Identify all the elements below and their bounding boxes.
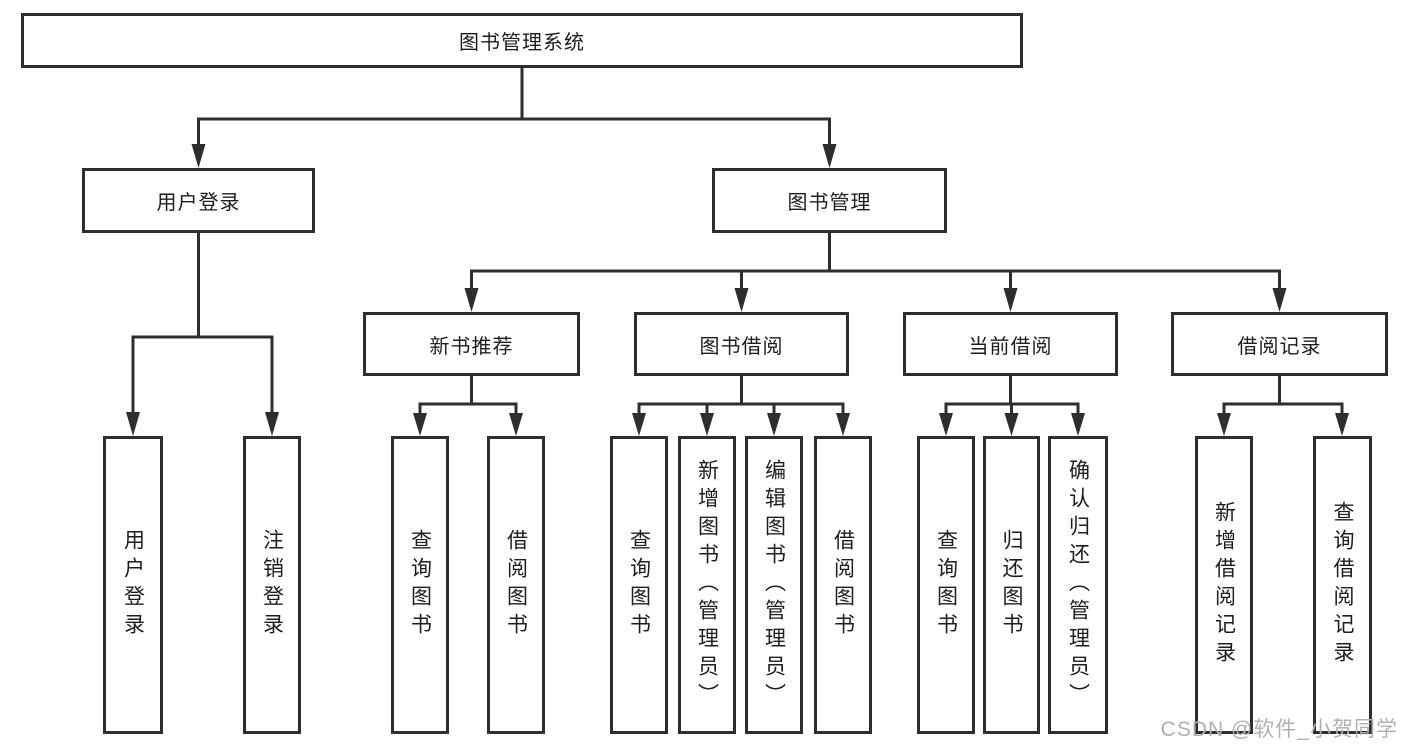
node-label: 查询借阅记录 [1331,501,1354,669]
arrowhead-down [767,413,781,436]
node-user-login: 用户登录 [82,168,315,233]
connector-new-book-recommend-children [413,374,523,436]
connector-current-borrow-children [939,374,1085,436]
node-book-management: 图书管理 [712,168,947,233]
arrowhead-down [1335,413,1349,436]
node-label: 图书借阅 [699,335,784,358]
node-book-borrow: 图书借阅 [634,312,849,376]
arrowhead-down [632,413,646,436]
node-label: 用户登录 [121,529,145,641]
arrowhead-down [734,288,749,312]
leaf-query-borrow-record: 查询借阅记录 [1313,436,1372,734]
arrowhead-down [265,412,279,436]
leaf-query-books-borrow: 查询图书 [610,436,668,734]
arrowhead-down [700,413,714,436]
arrowhead-down [1217,413,1231,436]
leaf-borrow-books: 借阅图书 [814,436,872,734]
node-label: 新书推荐 [429,335,514,358]
node-library-management-system: 图书管理系统 [21,13,1023,68]
node-borrow-records: 借阅记录 [1171,312,1388,376]
node-label: 查询图书 [627,529,651,641]
leaf-return-book: 归还图书 [983,436,1040,734]
leaf-edit-book-admin: 编辑图书（管理员） [745,436,803,734]
arrowhead-down [191,144,206,168]
connector-book-management-children [464,231,1287,312]
connector-user-login-children [126,231,279,436]
node-label: 查询图书 [934,529,958,641]
leaf-add-borrow-record: 新增借阅记录 [1195,436,1253,734]
arrowhead-down [939,413,953,436]
leaf-query-books-current: 查询图书 [917,436,975,734]
node-label: 确认归还（管理员） [1066,459,1090,711]
node-label: 查询图书 [408,529,432,641]
node-label: 图书管理系统 [459,32,585,54]
arrowhead-down [464,288,479,312]
arrowhead-down [1003,288,1018,312]
watermark: CSDN @软件_小贺同学 [1160,718,1398,741]
node-label: 图书管理 [787,192,872,214]
connector-borrow-records-children [1217,374,1349,436]
connector-root-to-level2 [191,66,837,168]
node-label: 用户登录 [156,192,241,214]
connector-book-borrow-children [632,374,850,436]
arrowhead-down [126,412,140,436]
node-label: 借阅图书 [831,529,855,641]
node-new-book-recommend: 新书推荐 [363,312,580,376]
arrowhead-down [822,144,837,168]
leaf-logout: 注销登录 [243,436,301,734]
node-label: 新增图书（管理员） [695,459,719,711]
node-label: 归还图书 [1000,529,1023,641]
node-label: 借阅记录 [1237,335,1322,358]
leaf-borrow-books-recommend: 借阅图书 [487,436,545,734]
arrowhead-down [413,413,427,436]
node-current-borrow: 当前借阅 [903,312,1118,376]
node-label: 当前借阅 [968,335,1053,358]
node-label: 借阅图书 [504,529,528,641]
node-label: 注销登录 [260,529,284,641]
arrowhead-down [1272,288,1287,312]
node-label: 编辑图书（管理员） [762,459,786,711]
leaf-add-book-admin: 新增图书（管理员） [678,436,736,734]
arrowhead-down [1071,413,1085,436]
arrowhead-down [509,413,523,436]
arrowhead-down [1004,413,1019,436]
arrowhead-down [836,413,850,436]
node-label: 新增借阅记录 [1212,501,1236,669]
leaf-query-books-recommend: 查询图书 [391,436,449,734]
leaf-user-login: 用户登录 [103,436,163,734]
leaf-confirm-return-admin: 确认归还（管理员） [1048,436,1108,734]
